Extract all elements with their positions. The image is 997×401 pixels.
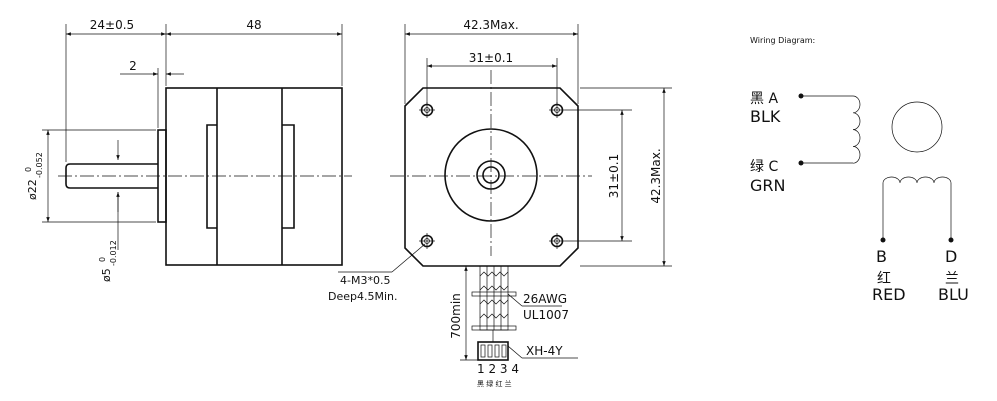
connector-pins: [480, 344, 507, 358]
dim-boss-tol-lower: -0.052: [35, 152, 44, 178]
mounting-hole: [419, 233, 435, 249]
hole-leader: [391, 243, 426, 273]
wire-a-color: BLK: [750, 107, 781, 126]
dim-body-len: 48: [246, 18, 261, 32]
cable-standard: UL1007: [523, 308, 569, 322]
dim-hole-spacing-h: 31±0.1: [469, 51, 513, 65]
cable-length: 700min: [449, 293, 463, 339]
wire-c-label: 绿 C: [750, 159, 778, 175]
front-view: 42.3Max. 31±0.1 31±0.1 42.3Max. 4-M3*0.5…: [328, 18, 672, 388]
dim-shaft-len: 24±0.5: [90, 18, 134, 32]
dim-hole-spacing-v: 31±0.1: [607, 154, 621, 198]
connector-type: XH-4Y: [526, 344, 563, 358]
side-view: 24±0.5 48 2 ø22 0 -0.052 ø5 0 -0.012: [24, 18, 352, 282]
front-face-outline: [404, 87, 579, 267]
wire-d-label: 兰: [945, 271, 959, 287]
stator-profile-left: [206, 124, 217, 229]
cable-leader: [507, 293, 523, 307]
shaft-outer-circle: [476, 160, 506, 190]
dim-width-max: 42.3Max.: [463, 18, 518, 32]
wire-d-color: BLU: [938, 285, 969, 304]
connector-leader: [507, 345, 523, 359]
cable-bundle: [471, 265, 517, 331]
coil-ac: [852, 95, 861, 164]
mounting-hole: [419, 102, 435, 118]
hole-spec: 4-M3*0.5: [340, 274, 390, 287]
pin-colors: 黑 绿 红 兰: [477, 379, 512, 388]
wire-c-color: GRN: [750, 176, 785, 195]
wiring-diagram: Wiring Diagram: 黑 A BLK 绿 C GRN B 红 RED …: [750, 36, 969, 304]
dim-boss-tol-upper: 0: [24, 167, 33, 172]
pin-numbers: 1 2 3 4: [477, 362, 519, 376]
shaft-circle: [482, 166, 500, 184]
stator-profile-right: [282, 124, 295, 229]
dim-boss: 2: [129, 59, 137, 73]
cable-gauge: 26AWG: [523, 292, 567, 306]
terminal-b: [880, 237, 886, 243]
boss-circle: [444, 128, 538, 222]
wire-b-color: RED: [872, 285, 906, 304]
wire-b-letter: B: [876, 247, 887, 266]
hole-depth: Deep4.5Min.: [328, 290, 398, 303]
rotor-circle: [891, 101, 943, 153]
mounting-hole: [549, 102, 565, 118]
dim-shaft-tol-upper: 0: [98, 257, 107, 262]
dim-shaft-tol-lower: -0.012: [109, 240, 118, 266]
terminal-d: [948, 237, 954, 243]
wire-a-label: 黑 A: [750, 91, 778, 107]
dim-height-max: 42.3Max.: [649, 148, 663, 203]
dim-shaft-dia: ø5: [100, 268, 113, 282]
dim-boss-dia: ø22: [26, 179, 39, 200]
coil-bd: [882, 176, 952, 184]
wire-d-letter: D: [945, 247, 957, 266]
wiring-title: Wiring Diagram:: [750, 36, 815, 45]
wire-b-label: 红: [877, 271, 891, 287]
motor-body-outline: [165, 87, 343, 266]
mounting-hole: [549, 233, 565, 249]
